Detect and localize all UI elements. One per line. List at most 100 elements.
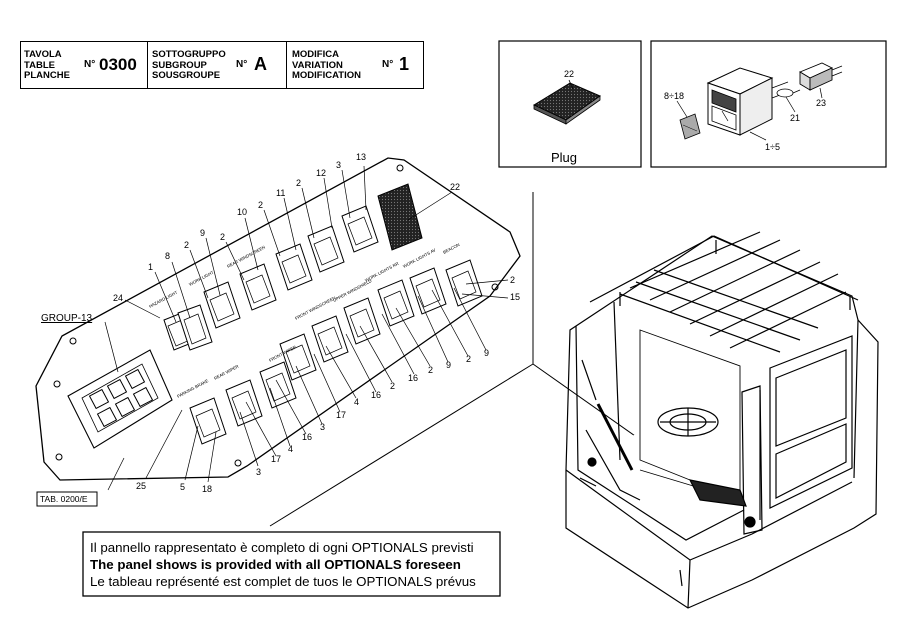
table-label-fr: PLANCHE xyxy=(24,70,70,81)
rocker-switch-drawing xyxy=(706,67,789,136)
plug-part-drawing xyxy=(532,82,602,125)
variation-number: 1 xyxy=(399,54,410,74)
tab-ref-label: TAB. 0200/E xyxy=(40,494,88,504)
subgroup-label-it: SOTTOGRUPPO xyxy=(152,49,226,60)
rocker-switch xyxy=(409,267,447,315)
callout-17: 17 xyxy=(271,454,281,464)
mount-hole xyxy=(234,459,242,467)
title-block-frame xyxy=(20,41,424,89)
callout-8: 8 xyxy=(165,251,170,261)
rocker-switch xyxy=(377,279,415,327)
panel-callouts-bottom: 25 5 18 3 17 4 16 3 17 4 16 2 16 2 9 2 9 xyxy=(136,348,489,494)
mount-hole xyxy=(55,453,63,461)
rocker-switch xyxy=(275,243,313,291)
callout-16: 16 xyxy=(302,432,312,442)
group-13-label: GROUP-13 xyxy=(41,313,93,324)
rocker-switch xyxy=(203,281,241,329)
callout-9: 9 xyxy=(484,348,489,358)
callout-11: 11 xyxy=(276,188,285,198)
callout-3: 3 xyxy=(256,467,261,477)
callout-leader-21 xyxy=(785,96,796,113)
subgroup-label-fr: SOUSGROUPE xyxy=(152,70,221,81)
callout-8-18: 8÷18 xyxy=(664,91,684,101)
switch-row-bottom xyxy=(189,259,483,445)
callout-leader-8-18 xyxy=(676,100,688,118)
plug-callout: 22 xyxy=(564,69,574,79)
table-label-en: TABLE xyxy=(24,59,55,71)
callout-2: 2 xyxy=(466,354,471,364)
plug-blank xyxy=(377,183,423,251)
table-label-it: TAVOLA xyxy=(24,49,62,60)
connector-drawing xyxy=(798,62,843,91)
callout-23: 23 xyxy=(816,98,826,108)
callout-2: 2 xyxy=(390,381,395,391)
callout-5: 5 xyxy=(180,482,185,492)
cab-illustration xyxy=(565,231,879,609)
rocker-switch xyxy=(259,361,297,409)
callout-17: 17 xyxy=(336,410,346,420)
note-frame xyxy=(82,531,501,597)
rocker-switch xyxy=(343,297,381,345)
plug-leader xyxy=(568,79,574,90)
callout-2: 2 xyxy=(428,365,433,375)
table-number: 0300 xyxy=(99,55,137,74)
callout-2: 2 xyxy=(258,200,263,210)
callout-3: 3 xyxy=(320,422,325,432)
variation-label-it: MODIFICA xyxy=(292,49,339,60)
callout-leader-23 xyxy=(819,87,823,99)
plug-inset: 22 Plug xyxy=(498,40,642,168)
callout-2: 2 xyxy=(510,275,515,285)
mount-hole xyxy=(396,164,404,172)
mount-hole xyxy=(53,380,61,388)
rocker-switch xyxy=(177,304,213,351)
panel-leaders xyxy=(104,165,509,491)
subgroup-letter: A xyxy=(254,54,267,74)
callout-leader-1-5 xyxy=(749,131,767,141)
callout-25: 25 xyxy=(136,481,146,491)
callout-4: 4 xyxy=(354,397,359,407)
tab-ref-box xyxy=(36,491,98,507)
callout-1-5: 1÷5 xyxy=(765,142,780,152)
bulb-drawing xyxy=(776,88,801,98)
switch-inset: 8÷18 1÷5 21 23 xyxy=(650,40,887,168)
switch-panel: HAZARD LIGHT WORK LIGHT PARKING BRAKE RE… xyxy=(35,152,521,507)
callout-2: 2 xyxy=(184,240,189,250)
callout-9: 9 xyxy=(446,360,451,370)
variation-label: MODIFICA VARIATION MODIFICATION xyxy=(292,49,361,82)
title-divider-2 xyxy=(286,41,287,89)
title-divider-1 xyxy=(147,41,148,89)
subgroup-no-prefix: N° xyxy=(236,59,248,70)
callout-3: 3 xyxy=(336,160,341,170)
rocker-switch xyxy=(279,333,317,381)
mount-hole xyxy=(69,337,77,345)
variation-label-en: VARIATION xyxy=(292,59,343,71)
note-italian: Il pannello rappresentato è completo di … xyxy=(90,540,474,555)
callout-24: 24 xyxy=(113,293,123,303)
callout-18: 18 xyxy=(202,484,212,494)
callout-21: 21 xyxy=(790,113,800,123)
projection-line xyxy=(269,363,534,527)
keypad-group-13 xyxy=(67,349,173,449)
mount-hole xyxy=(491,283,499,291)
callout-2: 2 xyxy=(220,232,225,242)
subgroup-label-en: SUBGROUP xyxy=(152,59,207,71)
callout-12: 12 xyxy=(316,168,326,178)
lens-drawing xyxy=(679,113,701,140)
rocker-switch xyxy=(311,315,349,363)
callout-9: 9 xyxy=(200,228,205,238)
switch-row-top xyxy=(163,205,379,351)
switch-inset-frame xyxy=(650,40,887,168)
plug-inset-frame xyxy=(498,40,642,168)
note-english: The panel shows is provided with all OPT… xyxy=(90,557,461,572)
variation-label-fr: MODIFICATION xyxy=(292,70,361,81)
callout-16: 16 xyxy=(408,373,418,383)
note-french: Le tableau représenté est complet de tuo… xyxy=(90,574,476,589)
callout-16: 16 xyxy=(371,390,381,400)
callout-15: 15 xyxy=(510,292,520,302)
callout-10: 10 xyxy=(237,207,247,217)
callout-4: 4 xyxy=(288,444,293,454)
table-label: TAVOLA TABLE PLANCHE xyxy=(24,49,70,82)
plug-caption: Plug xyxy=(551,150,577,165)
rocker-switch xyxy=(307,225,345,273)
